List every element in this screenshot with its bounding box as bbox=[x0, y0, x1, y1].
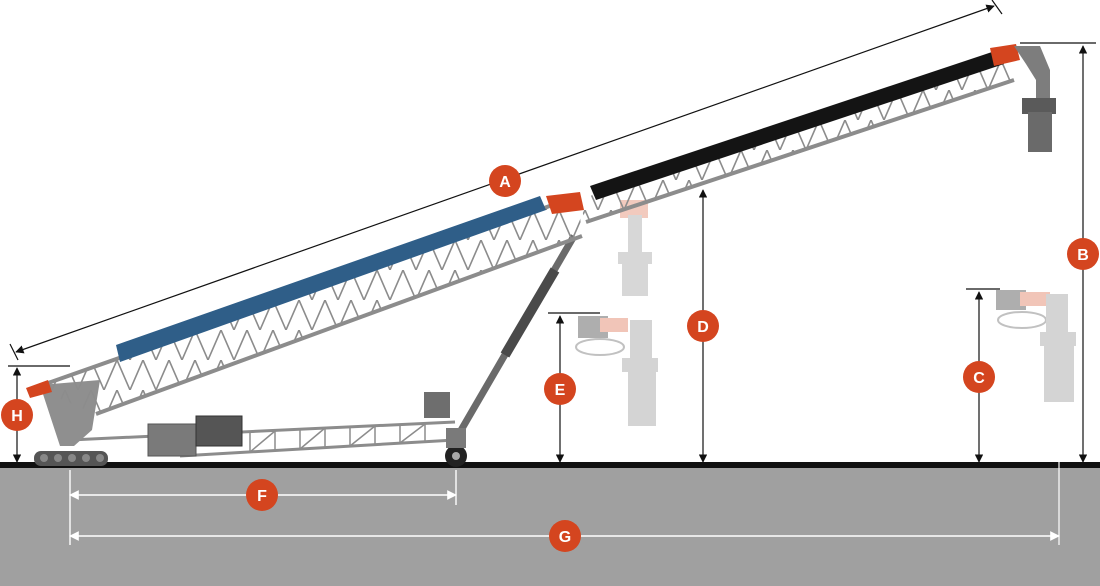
control-box bbox=[424, 392, 450, 418]
marker-c: C bbox=[963, 361, 995, 393]
black-belt bbox=[590, 50, 1004, 200]
blue-cover bbox=[116, 196, 546, 362]
wheel-bogie bbox=[445, 428, 467, 467]
marker-f: F bbox=[246, 479, 278, 511]
svg-text:D: D bbox=[697, 319, 709, 336]
svg-text:H: H bbox=[11, 408, 23, 425]
power-unit bbox=[147, 423, 197, 457]
svg-text:G: G bbox=[559, 529, 571, 546]
main-boom bbox=[33, 194, 583, 416]
ghost-discharge-c bbox=[996, 290, 1076, 402]
discharge-head bbox=[1014, 46, 1056, 152]
svg-text:F: F bbox=[257, 488, 267, 505]
ghost-discharge-e bbox=[575, 316, 658, 426]
base-frame bbox=[69, 420, 456, 458]
svg-text:A: A bbox=[499, 174, 511, 191]
svg-text:E: E bbox=[555, 382, 566, 399]
marker-a: A bbox=[489, 165, 521, 197]
ghost-discharge-mid bbox=[618, 200, 652, 296]
svg-text:C: C bbox=[973, 370, 985, 387]
engine-block bbox=[195, 415, 243, 447]
marker-e: E bbox=[544, 373, 576, 405]
marker-d: D bbox=[687, 310, 719, 342]
marker-g: G bbox=[549, 520, 581, 552]
svg-text:B: B bbox=[1077, 247, 1089, 264]
ground bbox=[0, 466, 1100, 586]
marker-b: B bbox=[1067, 238, 1099, 270]
marker-h: H bbox=[1, 399, 33, 431]
ground-line bbox=[0, 462, 1100, 468]
